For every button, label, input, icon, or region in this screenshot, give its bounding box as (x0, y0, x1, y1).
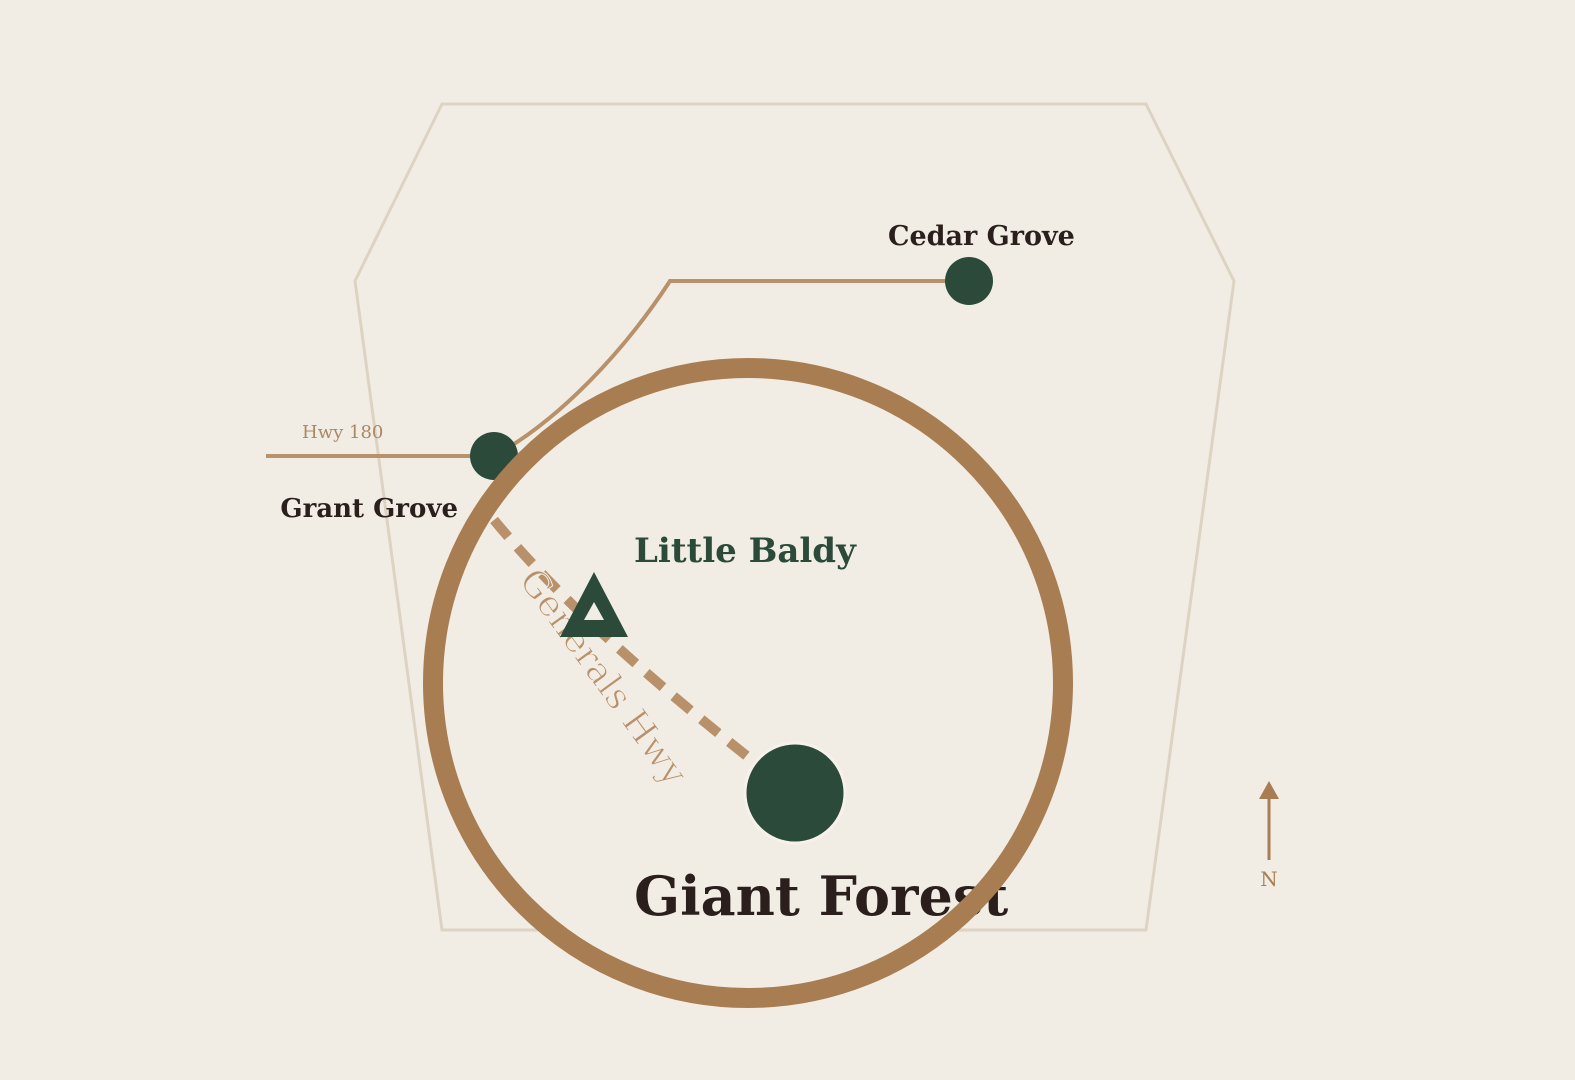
road-to-cedar-grove[interactable] (493, 279, 969, 458)
hwy-180-label: Hwy 180 (302, 422, 383, 443)
cedar-grove-label: Cedar Grove (888, 221, 1075, 252)
generals-hwy-road[interactable] (490, 516, 766, 772)
north-arrow-icon (1259, 781, 1279, 860)
cedar-grove-node-icon[interactable] (945, 257, 993, 305)
lens-fill (433, 368, 1063, 998)
magnifier-lens[interactable]: Generals Hwy Little Baldy Giant Forest (423, 358, 1073, 1008)
little-baldy-peak-icon[interactable] (560, 572, 628, 637)
north-label: N (1260, 867, 1278, 891)
giant-forest-node-icon[interactable] (743, 741, 847, 845)
lens-ring[interactable] (423, 358, 1073, 1008)
grant-grove-label: Grant Grove (280, 494, 458, 524)
park-boundary (353, 102, 1236, 932)
little-baldy-label: Little Baldy (634, 531, 857, 571)
